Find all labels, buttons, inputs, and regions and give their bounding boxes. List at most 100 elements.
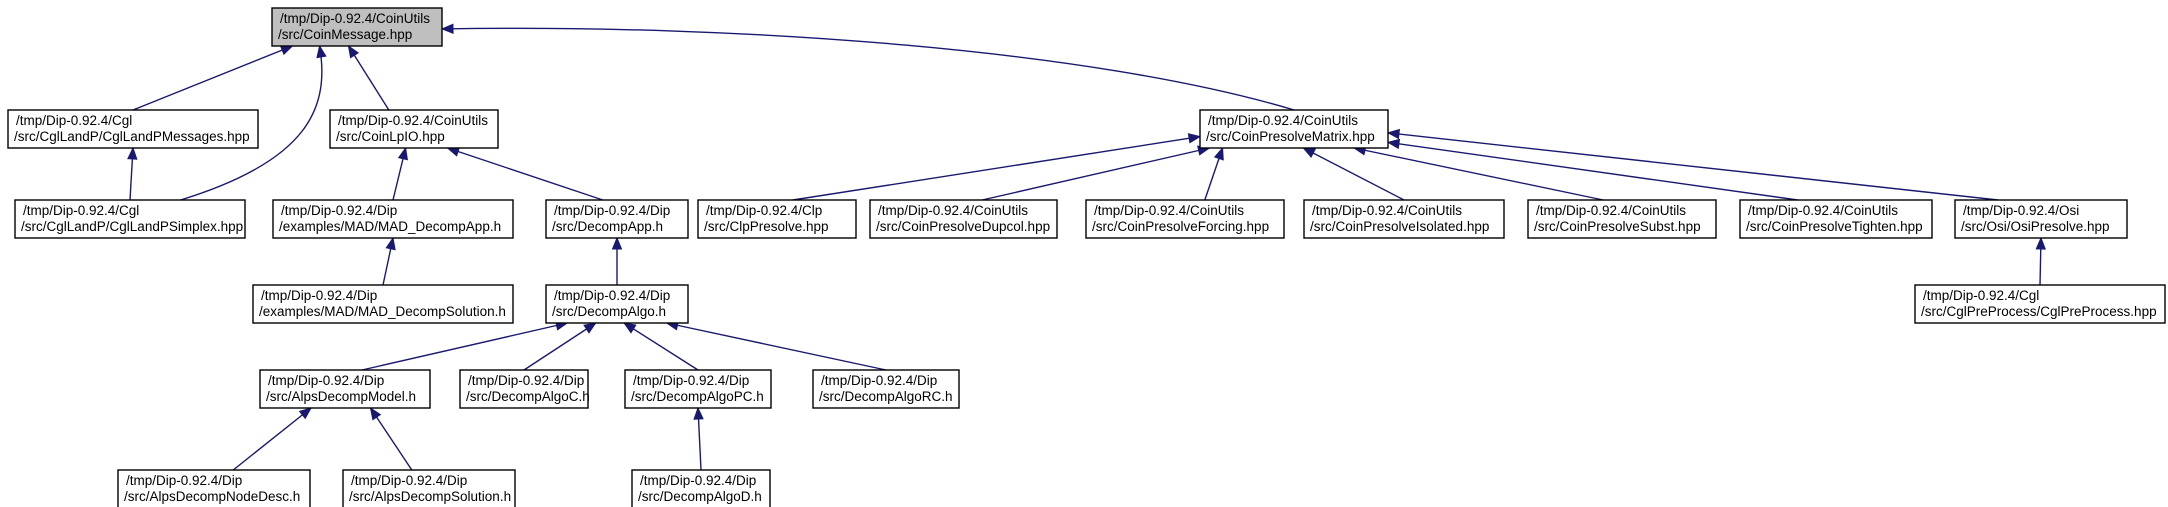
- node-alpsdecompnodedesc[interactable]: /tmp/Dip-0.92.4/Dip/src/AlpsDecompNodeDe…: [117, 469, 311, 507]
- edge-decompapp-to-coinlpio: [446, 146, 604, 201]
- node-box: [1954, 199, 2128, 239]
- edge-cgllandpsimplex-to-coinmessage: [180, 44, 327, 201]
- node-decompapp[interactable]: /tmp/Dip-0.92.4/Dip/src/DecompApp.h: [545, 199, 689, 239]
- node-label-path: /tmp/Dip-0.92.4/Dip: [640, 473, 756, 488]
- node-box: [545, 284, 689, 324]
- node-label-file: /src/CoinPresolveTighten.hpp: [1746, 219, 1923, 234]
- edge-line: [623, 322, 699, 371]
- edge-line: [1387, 132, 1999, 201]
- node-label-file: /src/CglLandP/CglLandPSimplex.hpp: [21, 219, 243, 234]
- node-label-path: /tmp/Dip-0.92.4/Dip: [268, 373, 384, 388]
- edge-decompalgod-to-decompalgopc: [693, 406, 704, 471]
- node-label-file: /src/CoinLpIO.hpp: [336, 129, 445, 144]
- node-box: [697, 199, 857, 239]
- node-presolvedupcol[interactable]: /tmp/Dip-0.92.4/CoinUtils/src/CoinPresol…: [869, 199, 1058, 239]
- edge-line: [361, 322, 568, 371]
- node-osipresolve[interactable]: /tmp/Dip-0.92.4/Osi/src/Osi/OsiPresolve.…: [1954, 199, 2128, 239]
- node-box: [624, 369, 772, 409]
- edge-line: [792, 135, 1201, 201]
- node-label-path: /tmp/Dip-0.92.4/CoinUtils: [1536, 203, 1686, 218]
- node-decompalgo[interactable]: /tmp/Dip-0.92.4/Dip/src/DecompAlgo.h: [545, 284, 689, 324]
- node-mad_decompsolution[interactable]: /tmp/Dip-0.92.4/Dip/examples/MAD/MAD_Dec…: [252, 284, 514, 324]
- edge-line: [1387, 141, 1798, 201]
- node-box: [869, 199, 1058, 239]
- node-coinlpio[interactable]: /tmp/Dip-0.92.4/CoinUtils/src/CoinLpIO.h…: [329, 109, 499, 149]
- node-label-path: /tmp/Dip-0.92.4/Dip: [281, 203, 397, 218]
- node-box: [117, 469, 311, 507]
- edge-presolvedupcol-to-coinpresolvematrix: [982, 145, 1211, 201]
- node-mad_decompapp[interactable]: /tmp/Dip-0.92.4/Dip/examples/MAD/MAD_Dec…: [272, 199, 514, 239]
- arrowhead-icon: [1302, 147, 1317, 158]
- arrowhead-icon: [440, 23, 454, 34]
- node-alpsdecompsolution[interactable]: /tmp/Dip-0.92.4/Dip/src/AlpsDecompSoluti…: [342, 469, 516, 507]
- edge-coinpresolvematrix-to-coinmessage: [440, 23, 1295, 111]
- node-box: [1527, 199, 1717, 239]
- node-label-file: /src/CoinPresolveMatrix.hpp: [1206, 129, 1375, 144]
- node-label-file: /src/Osi/OsiPresolve.hpp: [1961, 219, 2110, 234]
- node-label-path: /tmp/Dip-0.92.4/Dip: [554, 203, 670, 218]
- arrowhead-icon: [385, 236, 396, 251]
- node-box: [1303, 199, 1505, 239]
- node-label-file: /src/CglPreProcess/CglPreProcess.hpp: [1921, 304, 2157, 319]
- edge-line: [447, 147, 604, 201]
- node-label-file: /src/CoinPresolveForcing.hpp: [1092, 219, 1269, 234]
- node-label-path: /tmp/Dip-0.92.4/CoinUtils: [338, 113, 488, 128]
- node-box: [271, 7, 443, 47]
- node-label-path: /tmp/Dip-0.92.4/Dip: [633, 373, 749, 388]
- node-label-path: /tmp/Dip-0.92.4/CoinUtils: [1094, 203, 1244, 218]
- node-decompalgorc[interactable]: /tmp/Dip-0.92.4/Dip/src/DecompAlgoRC.h: [812, 369, 960, 409]
- node-alpsdecompmodel[interactable]: /tmp/Dip-0.92.4/Dip/src/AlpsDecompModel.…: [259, 369, 431, 409]
- node-box: [631, 469, 771, 507]
- edge-line: [982, 147, 1210, 201]
- node-label-path: /tmp/Dip-0.92.4/Osi: [1963, 203, 2079, 218]
- node-label-file: /src/CoinMessage.hpp: [278, 27, 412, 42]
- node-label-file: /src/CoinPresolveIsolated.hpp: [1310, 219, 1489, 234]
- node-presolvesubst[interactable]: /tmp/Dip-0.92.4/CoinUtils/src/CoinPresol…: [1527, 199, 1717, 239]
- node-label-file: /examples/MAD/MAD_DecompApp.h: [279, 219, 501, 234]
- node-presolveforcing[interactable]: /tmp/Dip-0.92.4/CoinUtils/src/CoinPresol…: [1085, 199, 1285, 239]
- node-coinpresolvematrix[interactable]: /tmp/Dip-0.92.4/CoinUtils/src/CoinPresol…: [1199, 109, 1389, 149]
- edge-clppresolve-to-coinpresolvematrix: [792, 133, 1202, 201]
- arrowhead-icon: [693, 406, 704, 420]
- node-cglpreprocess[interactable]: /tmp/Dip-0.92.4/Cgl/src/CglPreProcess/Cg…: [1914, 284, 2166, 324]
- arrowhead-icon: [583, 322, 597, 334]
- node-label-file: /src/DecompAlgoC.h: [466, 389, 590, 404]
- node-box: [342, 469, 516, 507]
- node-label-path: /tmp/Dip-0.92.4/CoinUtils: [280, 11, 430, 26]
- node-decompalgopc[interactable]: /tmp/Dip-0.92.4/Dip/src/DecompAlgoPC.h: [624, 369, 772, 409]
- node-box: [545, 199, 689, 239]
- node-label-path: /tmp/Dip-0.92.4/Dip: [351, 473, 467, 488]
- arrowhead-icon: [2035, 236, 2046, 250]
- node-cgllandpmessages[interactable]: /tmp/Dip-0.92.4/Cgl/src/CglLandP/CglLand…: [7, 109, 259, 149]
- node-label-path: /tmp/Dip-0.92.4/CoinUtils: [878, 203, 1028, 218]
- edge-presolvetighten-to-coinpresolvematrix: [1386, 138, 1798, 201]
- node-box: [1914, 284, 2166, 324]
- edge-line: [347, 45, 390, 111]
- node-label-file: /examples/MAD/MAD_DecompSolution.h: [259, 304, 506, 319]
- edge-line: [523, 322, 597, 371]
- arrowhead-icon: [279, 45, 294, 56]
- node-label-path: /tmp/Dip-0.92.4/Cgl: [16, 113, 132, 128]
- node-cgllandpsimplex[interactable]: /tmp/Dip-0.92.4/Cgl/src/CglLandP/CglLand…: [14, 199, 246, 239]
- edge-decompalgo-to-decompapp: [611, 236, 623, 285]
- node-decompalgod[interactable]: /tmp/Dip-0.92.4/Dip/src/DecompAlgoD.h: [631, 469, 771, 507]
- node-coinmessage[interactable]: /tmp/Dip-0.92.4/CoinUtils/src/CoinMessag…: [271, 7, 443, 47]
- node-label-path: /tmp/Dip-0.92.4/Dip: [261, 288, 377, 303]
- node-decompalgoc[interactable]: /tmp/Dip-0.92.4/Dip/src/DecompAlgoC.h: [459, 369, 590, 409]
- edge-presolveforcing-to-coinpresolvematrix: [1204, 146, 1224, 201]
- node-clppresolve[interactable]: /tmp/Dip-0.92.4/Clp/src/ClpPresolve.hpp: [697, 199, 857, 239]
- edge-cgllandpmessages-to-coinmessage: [132, 45, 294, 111]
- edge-decompalgoc-to-decompalgo: [523, 322, 597, 371]
- node-label-path: /tmp/Dip-0.92.4/Cgl: [23, 203, 139, 218]
- node-label-path: /tmp/Dip-0.92.4/CoinUtils: [1312, 203, 1462, 218]
- node-label-path: /tmp/Dip-0.92.4/CoinUtils: [1748, 203, 1898, 218]
- nodes-layer: /tmp/Dip-0.92.4/CoinUtils/src/CoinMessag…: [7, 7, 2166, 507]
- node-box: [14, 199, 246, 239]
- node-label-file: /src/DecompApp.h: [552, 219, 663, 234]
- node-presolvetighten[interactable]: /tmp/Dip-0.92.4/CoinUtils/src/CoinPresol…: [1739, 199, 1933, 239]
- edge-alpsdecompmodel-to-decompalgo: [361, 320, 569, 371]
- node-presolveisolated[interactable]: /tmp/Dip-0.92.4/CoinUtils/src/CoinPresol…: [1303, 199, 1505, 239]
- node-box: [459, 369, 589, 409]
- arrowhead-icon: [298, 407, 313, 420]
